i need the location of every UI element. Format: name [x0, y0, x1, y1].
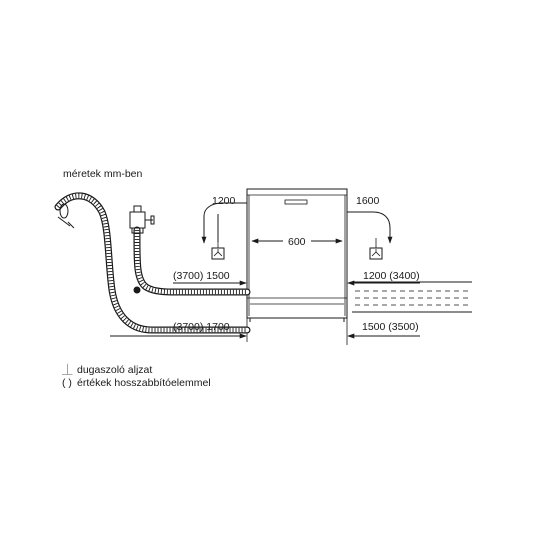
legend-socket-label: dugaszoló aljzat [77, 364, 152, 376]
inlet-hose [133, 226, 251, 296]
dim-right-upper: 1200 (3400) [363, 270, 420, 282]
dim-left-upper: (3700) 1500 [173, 270, 230, 282]
dim-width: 600 [288, 236, 306, 248]
socket-symbol-icon: ⏊ [62, 363, 73, 376]
cable-left-arrow [201, 202, 247, 244]
control-panel [284, 199, 308, 205]
cable-right-arrow [347, 211, 393, 244]
extension-symbol: ( ) [62, 377, 72, 389]
legend: ⏊ dugaszoló aljzat ( ) értékek hosszabbí… [62, 363, 211, 389]
dim-top-right: 1600 [356, 195, 380, 207]
dim-top-left: 1200 [212, 195, 236, 207]
units-label: méretek mm-ben [63, 168, 143, 180]
legend-extension-label: értékek hosszabbítóelemmel [77, 377, 211, 389]
dishwasher [246, 188, 348, 322]
dim-right-lower: 1500 (3500) [362, 321, 419, 333]
drain-hose-end-icon [57, 203, 75, 229]
dim-left-lower: (3700) 1700 [173, 321, 230, 333]
floor-lines [352, 281, 472, 313]
socket-right-icon [369, 238, 383, 260]
drain-hose [54, 192, 251, 334]
water-valve-icon [129, 205, 155, 234]
socket-left-icon [211, 242, 225, 260]
